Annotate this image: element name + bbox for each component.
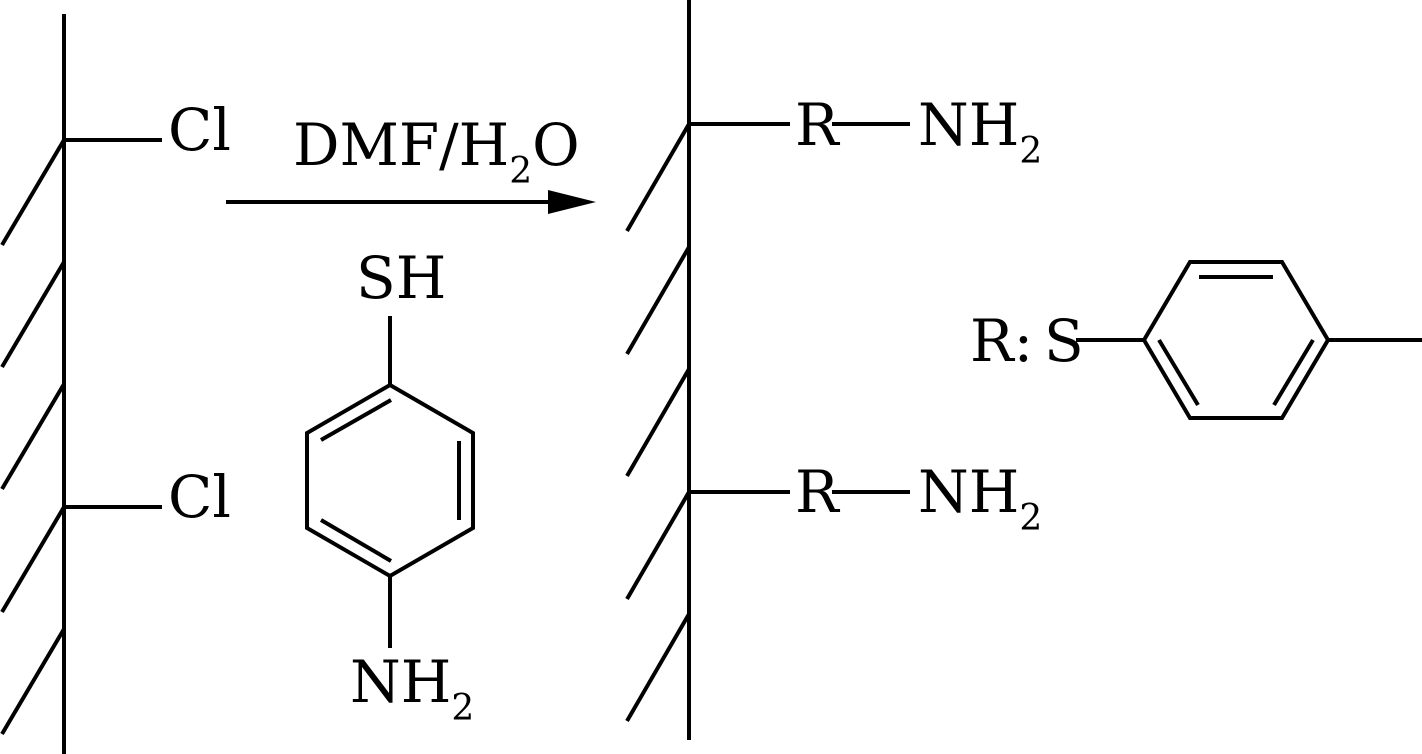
chloro-label-2: Cl xyxy=(168,463,231,531)
hatch-mark xyxy=(625,367,691,478)
r-benzene-double-bonds xyxy=(1157,275,1315,407)
hatch-mark xyxy=(0,138,66,247)
arrow-head xyxy=(548,190,596,214)
r-definition-label: R: xyxy=(970,307,1033,375)
product-amine-1: NH2 xyxy=(918,91,1042,172)
chloro-label-1: Cl xyxy=(168,96,231,164)
benzene-ring xyxy=(305,382,475,579)
hatch-mark xyxy=(625,245,691,356)
inner-double-bond xyxy=(319,518,393,563)
r-benzene-ring xyxy=(1141,260,1331,420)
hatch-mark xyxy=(625,490,691,601)
hatch-mark xyxy=(625,612,691,723)
hatch-mark xyxy=(0,260,66,369)
inner-double-bond xyxy=(1272,338,1315,407)
hatch-mark xyxy=(625,122,691,233)
product-amine-2: NH2 xyxy=(918,458,1042,539)
inner-double-bond xyxy=(1157,338,1200,407)
hatch-mark xyxy=(0,505,66,614)
product-surface: R NH2 R NH2 xyxy=(625,0,1042,740)
amine-label: NH2 xyxy=(350,648,474,729)
surface-hatching-right xyxy=(625,122,691,723)
surface-hatching-left xyxy=(0,138,66,736)
reagent-aminothiophenol: SH NH2 xyxy=(305,244,475,729)
hatch-mark xyxy=(0,627,66,736)
reactant-surface: Cl Cl xyxy=(0,14,231,754)
reaction-conditions: DMF/H2O xyxy=(293,111,580,192)
benzene-double-bonds xyxy=(319,398,461,563)
thiol-label: SH xyxy=(356,244,446,312)
hatch-mark xyxy=(0,382,66,491)
r-group-definition: R: S xyxy=(970,260,1422,420)
inner-double-bond xyxy=(320,398,392,442)
reaction-arrow xyxy=(226,190,596,214)
